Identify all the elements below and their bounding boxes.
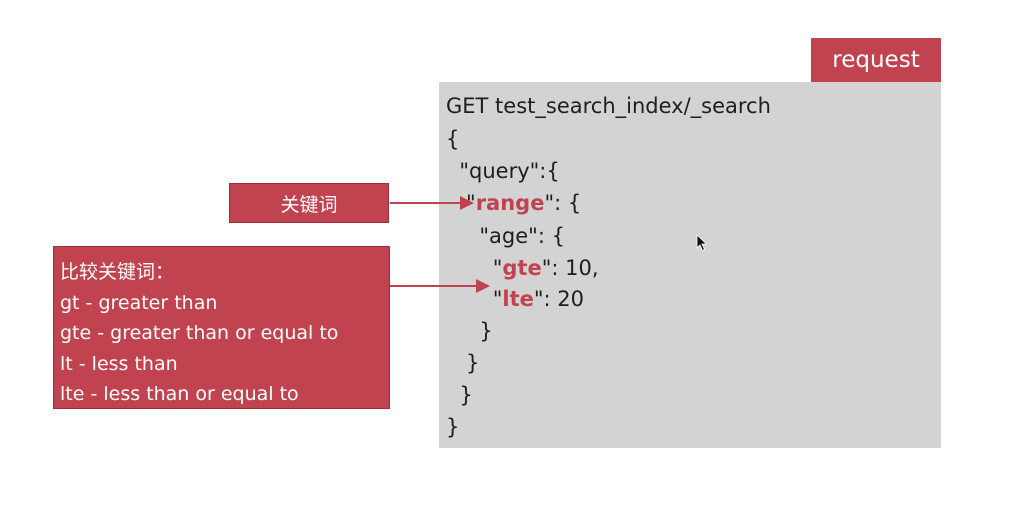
code-line-4: "range": { xyxy=(446,188,581,218)
compare-item-gte: gte - greater than or equal to xyxy=(60,322,339,344)
code-rest: ": { xyxy=(544,191,582,215)
code-line-3: "query":{ xyxy=(446,159,560,183)
code-line-9: } xyxy=(446,351,480,375)
code-rest: ": 10, xyxy=(541,256,599,280)
mouse-pointer-icon xyxy=(696,234,708,252)
code-line-5: "age": { xyxy=(446,224,565,248)
compare-item-lte: lte - less than or equal to xyxy=(60,383,299,405)
code-indent: " xyxy=(446,191,476,215)
code-indent: " xyxy=(446,287,503,311)
code-line-7: "lte": 20 xyxy=(446,284,584,314)
code-line-1: GET test_search_index/_search xyxy=(446,94,771,118)
code-line-6: "gte": 10, xyxy=(446,253,599,283)
code-indent: " xyxy=(446,256,503,280)
compare-item-gt: gt - greater than xyxy=(60,291,218,314)
request-label: request xyxy=(811,38,941,82)
keyword-gte: gte xyxy=(502,256,542,280)
keyword-range: range xyxy=(475,191,545,215)
code-rest: ": 20 xyxy=(533,287,585,311)
code-line-8: } xyxy=(446,319,493,343)
compare-title: 比较关键词： xyxy=(60,261,175,283)
compare-keywords-callout: 比较关键词： gt - greater than gte - greater t… xyxy=(53,246,390,409)
compare-item-lt: lt - less than xyxy=(60,352,178,375)
code-block xyxy=(439,82,941,448)
code-line-11: } xyxy=(446,415,460,439)
keyword-lte: lte xyxy=(502,287,534,311)
code-line-10: } xyxy=(446,383,473,407)
code-line-2: { xyxy=(446,127,460,151)
keyword-callout: 关键词 xyxy=(229,183,389,223)
